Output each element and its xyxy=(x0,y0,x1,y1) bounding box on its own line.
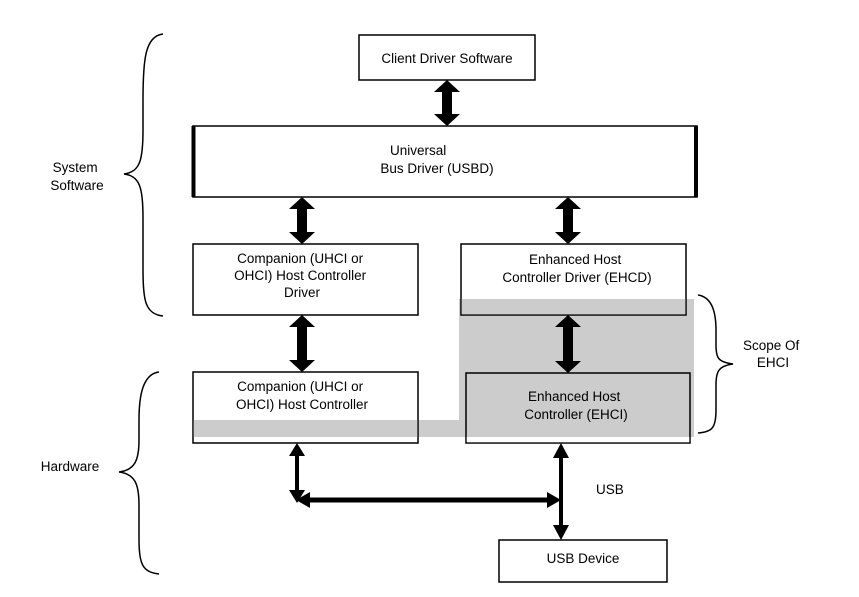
companion-hc-driver-node: Companion (UHCI or OHCI) Host Controller… xyxy=(192,243,419,316)
companion-driver-label-line-3: Driver xyxy=(284,285,321,300)
system-software-brace xyxy=(123,33,164,317)
arrowhead-companion-down xyxy=(289,490,305,503)
svg-text:Hardware: Hardware xyxy=(41,459,100,474)
svg-text:Enhanced Host Controller: Enhanced Host Controller (EHCI) xyxy=(524,389,628,422)
arrowhead-device-down xyxy=(553,525,569,540)
ehcd-label-line-2: Controller Driver (EHCD) xyxy=(502,270,651,285)
arrowhead-bus-left xyxy=(296,492,310,508)
ehcd-label-line-1: Enhanced Host xyxy=(529,252,622,267)
arrowhead-ehci-up xyxy=(553,443,569,458)
companion-hc-label-line-2: OHCI) Host Controller xyxy=(236,397,369,412)
svg-text:Companion (UHCI or OHCI): Companion (UHCI or OHCI) Host Controller xyxy=(236,379,369,412)
hardware-brace xyxy=(118,371,160,575)
svg-text:Client Driver Software: Client Driver Software xyxy=(381,51,512,66)
arrowhead-bus-right xyxy=(547,492,561,508)
usb-device-node: USB Device xyxy=(498,539,668,583)
ehci-node: Enhanced Host Controller (EHCI) xyxy=(465,372,691,444)
ehci-label-line-1: Enhanced Host xyxy=(528,389,621,404)
arrowhead-companion-up xyxy=(289,443,305,456)
client-driver-label: Client Driver Software xyxy=(381,51,512,66)
scope-ehci-label-line-1: Scope Of xyxy=(743,338,800,353)
scope-ehci-brace xyxy=(697,294,734,434)
svg-text:Scope Of EHCI: Scope Of EHCI xyxy=(743,338,803,370)
usbd-node: Universal Bus Driver (USBD) xyxy=(191,125,698,198)
companion-driver-label-line-2: OHCI) Host Controller xyxy=(234,268,367,283)
arrow-usbd-ehcd xyxy=(555,197,581,244)
system-software-label-line-1: System xyxy=(53,160,98,175)
hardware-label: Hardware xyxy=(41,459,100,474)
svg-text:USB Device: USB Device xyxy=(547,551,620,566)
arrow-companion-driver-companion-hc xyxy=(289,315,315,372)
arrow-client-usbd xyxy=(434,80,460,126)
usbd-label-line-1: Universal xyxy=(390,143,446,158)
usb-device-label: USB Device xyxy=(547,551,620,566)
usb-bus-label: USB xyxy=(596,482,624,497)
usbd-label-line-2: Bus Driver (USBD) xyxy=(380,161,493,176)
svg-text:Enhanced Host Controller: Enhanced Host Controller Driver (EHCD) xyxy=(502,252,651,285)
ehci-label-line-2: Controller (EHCI) xyxy=(524,407,628,422)
companion-driver-label-line-1: Companion (UHCI or xyxy=(237,251,364,266)
svg-text:Universal Bus Driver (US: Universal Bus Driver (USBD) xyxy=(380,143,493,176)
arrow-ehcd-ehci xyxy=(555,315,581,373)
companion-hc-label-line-1: Companion (UHCI or xyxy=(237,379,364,394)
svg-text:System Software: System Software xyxy=(50,160,103,193)
svg-text:Companion (UHCI or OHCI): Companion (UHCI or OHCI) Host Controller… xyxy=(234,251,370,300)
companion-hc-node: Companion (UHCI or OHCI) Host Controller xyxy=(192,371,419,444)
usb-bus-connections xyxy=(289,443,569,540)
system-software-label-line-2: Software xyxy=(50,178,103,193)
client-driver-software-node: Client Driver Software xyxy=(358,34,536,81)
ehcd-node: Enhanced Host Controller Driver (EHCD) xyxy=(460,243,687,316)
scope-ehci-label-line-2: EHCI xyxy=(757,355,789,370)
arrow-usbd-companion-driver xyxy=(289,197,315,244)
